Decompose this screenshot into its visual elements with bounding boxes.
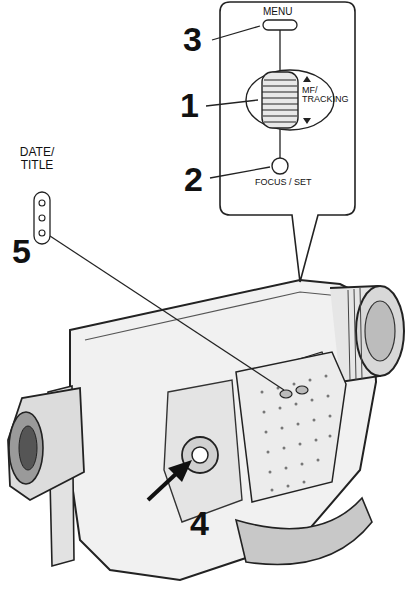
jog-dial <box>262 72 298 128</box>
top-button <box>296 386 308 394</box>
date-title-button <box>34 192 50 244</box>
top-button <box>280 390 292 398</box>
lens-front <box>356 286 404 376</box>
leader-line <box>206 100 258 106</box>
menu-button <box>263 20 297 30</box>
callout-number: 2 <box>184 162 203 198</box>
leader-line <box>210 167 270 178</box>
callout-balloon <box>220 2 355 282</box>
down-arrow-symbol <box>303 118 311 124</box>
top-ridge <box>85 292 340 340</box>
part-label: DATE/ TITLE <box>10 146 64 171</box>
eyepiece <box>19 426 37 470</box>
callout-number: 5 <box>12 234 31 270</box>
hand-strap <box>236 498 372 565</box>
leader-line <box>212 26 260 40</box>
side-panel <box>236 352 346 502</box>
part-label: MF/ TRACKING <box>302 86 354 105</box>
callout-number: 3 <box>183 22 202 58</box>
lens-glass <box>365 301 395 361</box>
up-arrow-symbol <box>303 76 311 82</box>
callout-number: 4 <box>190 506 209 542</box>
knob-center <box>192 447 208 463</box>
callout-number: 1 <box>180 88 199 124</box>
knob-recess <box>164 380 242 522</box>
camera-body <box>70 280 376 580</box>
focus-set-button <box>272 158 288 174</box>
eyecup <box>9 412 43 484</box>
pointer-arrow <box>148 472 178 500</box>
part-label: MENU <box>263 7 292 18</box>
leader-line <box>50 236 284 390</box>
viewfinder <box>8 388 84 500</box>
part-label: FOCUS / SET <box>255 178 312 187</box>
arrow-head <box>168 460 192 482</box>
